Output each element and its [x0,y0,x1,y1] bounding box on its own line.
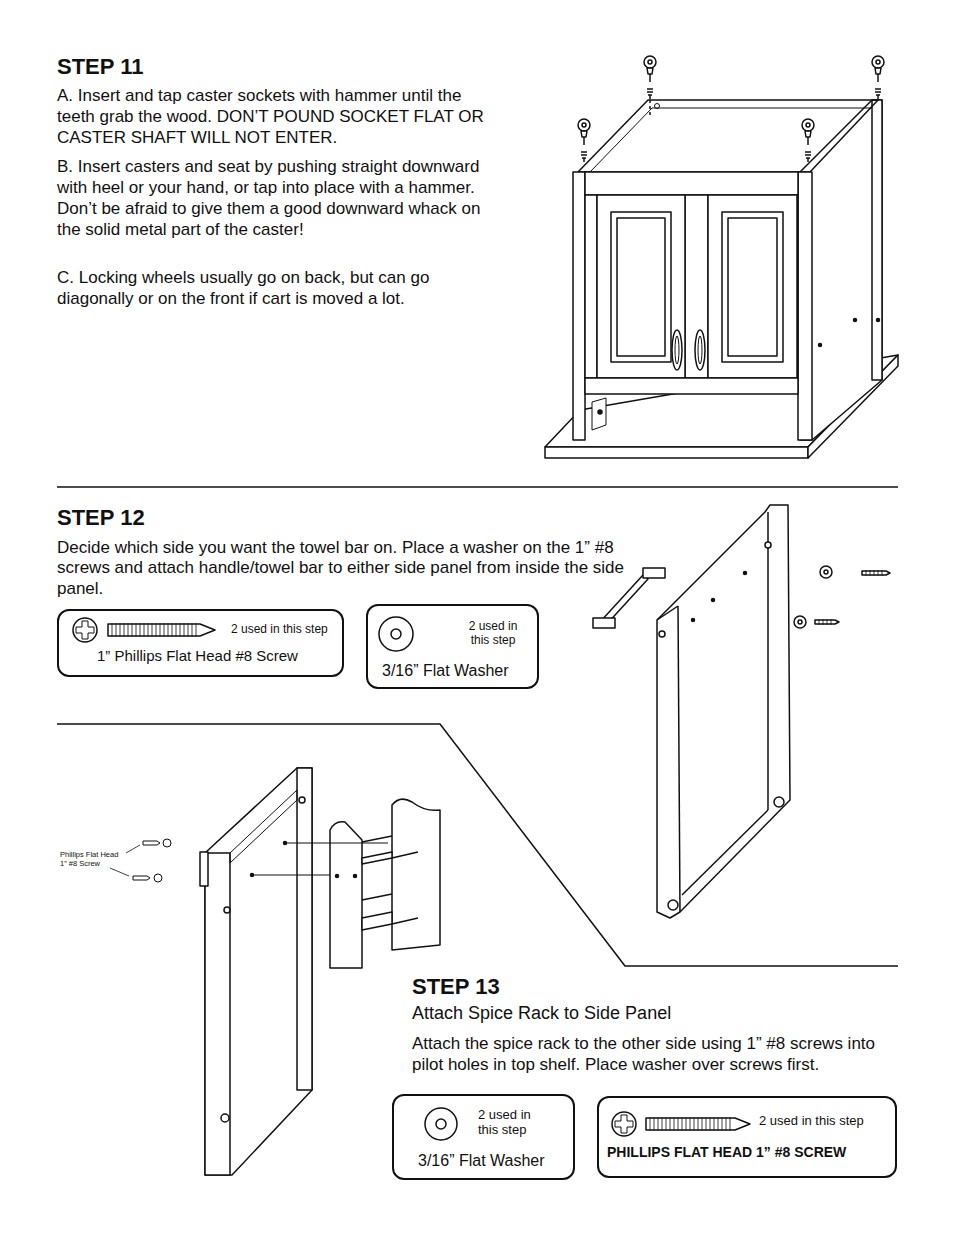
quantity-note: 2 used in this step [231,623,328,637]
quantity-note: 2 used in this step [478,1108,550,1138]
hardware-box: 2 used in this step 3/16” Flat Washer [366,604,539,689]
step-heading: STEP 12 [57,505,145,531]
part-name: 3/16” Flat Washer [418,1152,545,1170]
instruction-text: C. Locking wheels usually go on back, bu… [57,268,489,310]
section-rule [57,486,898,488]
hardware-box: 2 used in this stepPHILLIPS FLAT HEAD 1”… [597,1096,897,1178]
side-panel-illustration [593,505,890,918]
instruction-text: Attach the spice rack to the other side … [412,1033,904,1076]
spice-rack-illustration [110,768,440,1175]
part-name: PHILLIPS FLAT HEAD 1” #8 SCREW [607,1144,846,1160]
part-name: 1” Phillips Flat Head #8 Screw [97,647,298,664]
hardware-box: 2 used in this step 1” Phillips Flat Head… [57,609,344,677]
quantity-note: 2 used in this step [460,620,526,648]
step-heading: STEP 13 [412,974,500,1000]
hardware-box: 2 used in this step 3/16” Flat Washer [392,1094,575,1180]
quantity-note: 2 used in this step [759,1114,864,1129]
instruction-text: A. Insert and tap caster sockets with ha… [57,86,489,149]
step-subtitle: Attach Spice Rack to Side Panel [412,1003,671,1025]
cabinet-illustration [545,56,898,458]
callout-label: Phillips Flat Head 1” #8 Screw [60,851,126,868]
step-heading: STEP 11 [57,54,143,80]
part-name: 3/16” Flat Washer [382,662,509,680]
instruction-text: Decide which side you want the towel bar… [57,538,629,599]
instruction-text: B. Insert casters and seat by pushing st… [57,157,489,241]
